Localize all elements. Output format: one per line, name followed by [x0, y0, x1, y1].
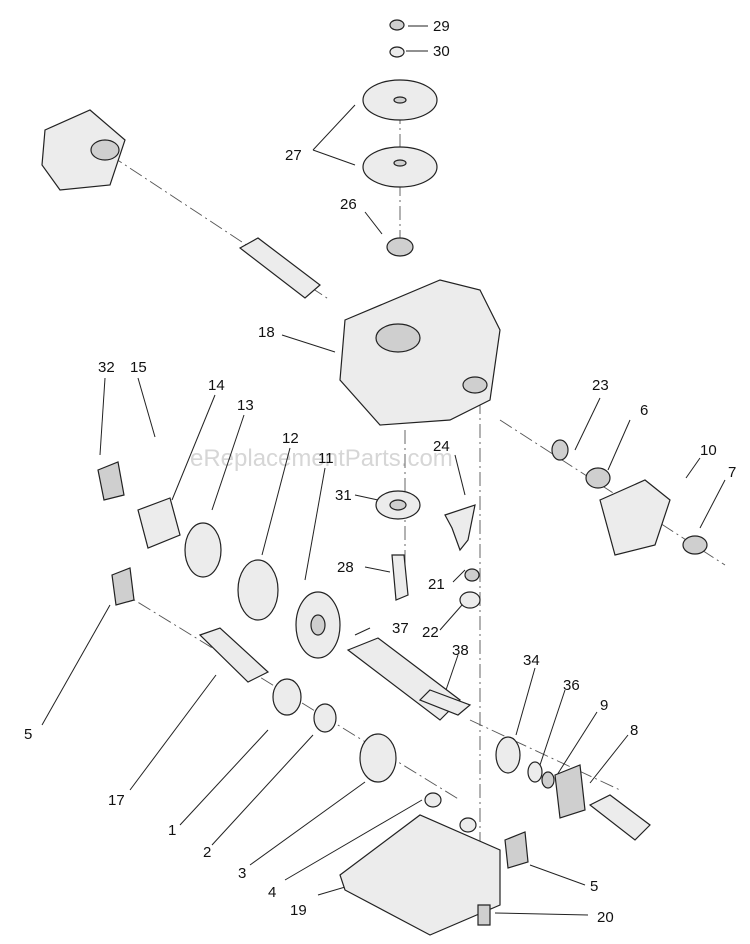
callout-12: 12: [282, 430, 299, 447]
callout-37: 37: [392, 620, 409, 637]
screw-20: [477, 904, 491, 926]
callout-30: 30: [433, 43, 450, 60]
fitting-28: [391, 554, 409, 601]
callout-15: 15: [130, 359, 147, 376]
coupling-14: [137, 497, 181, 549]
callout-32: 32: [98, 359, 115, 376]
callout-5-left: 5: [24, 726, 32, 743]
small-parts-21-22: [459, 568, 481, 609]
mounting-bracket-left: [41, 109, 126, 191]
cover-19: [339, 814, 501, 936]
housing: [339, 279, 501, 426]
axle-17: [198, 627, 270, 683]
callout-1: 1: [168, 822, 176, 839]
shift-fork-24: [444, 504, 476, 552]
callout-labels: 29 30 27 26 18 32 15 14 13 12 11 23 6 10…: [24, 18, 736, 926]
watermark-text: eReplacementParts.com: [190, 445, 453, 472]
gear-13: [184, 522, 222, 578]
callout-2: 2: [203, 844, 211, 861]
callout-13: 13: [237, 397, 254, 414]
callout-7: 7: [728, 464, 736, 481]
gear-11: [295, 591, 341, 659]
callout-17: 17: [108, 792, 125, 809]
bearing-31: [375, 490, 421, 520]
callout-5-right: 5: [590, 878, 598, 895]
callout-18: 18: [258, 324, 275, 341]
callout-8: 8: [630, 722, 638, 739]
callout-28: 28: [337, 559, 354, 576]
leader-lines: [41, 25, 726, 916]
key-38: [418, 689, 472, 716]
callout-3: 3: [238, 865, 246, 882]
spacer-32: [97, 461, 125, 501]
callout-26: 26: [340, 196, 357, 213]
callout-11: 11: [318, 450, 334, 467]
spacers-right: [551, 439, 611, 489]
callout-24: 24: [433, 438, 450, 455]
callout-36: 36: [563, 677, 580, 694]
nut: [389, 19, 405, 31]
callout-38: 38: [452, 642, 469, 659]
callout-31: 31: [335, 487, 352, 504]
callout-4: 4: [268, 884, 276, 901]
callout-6: 6: [640, 402, 648, 419]
callout-23: 23: [592, 377, 609, 394]
bracket-right: [599, 479, 708, 556]
gears-1-2-3: [272, 678, 397, 783]
washers-4: [424, 792, 477, 833]
callout-22: 22: [422, 624, 439, 641]
bushing-top: [386, 237, 414, 257]
callout-34: 34: [523, 652, 540, 669]
bushing-8-axle: [554, 764, 651, 841]
bushing-left: [111, 567, 135, 606]
callout-20: 20: [597, 909, 614, 926]
bushing-5-lower: [504, 831, 529, 869]
callout-14: 14: [208, 377, 225, 394]
race-34: [495, 736, 521, 774]
callout-29: 29: [433, 18, 450, 35]
callout-9: 9: [600, 697, 608, 714]
callout-19: 19: [290, 902, 307, 919]
cup-washers: [362, 79, 438, 188]
callout-10: 10: [700, 442, 717, 459]
callout-21: 21: [428, 576, 445, 593]
callout-27: 27: [285, 147, 302, 164]
axle-left: [238, 237, 321, 299]
washer-small: [389, 46, 405, 58]
clip-washer-36-9: [527, 761, 555, 789]
gear-12: [237, 559, 279, 621]
